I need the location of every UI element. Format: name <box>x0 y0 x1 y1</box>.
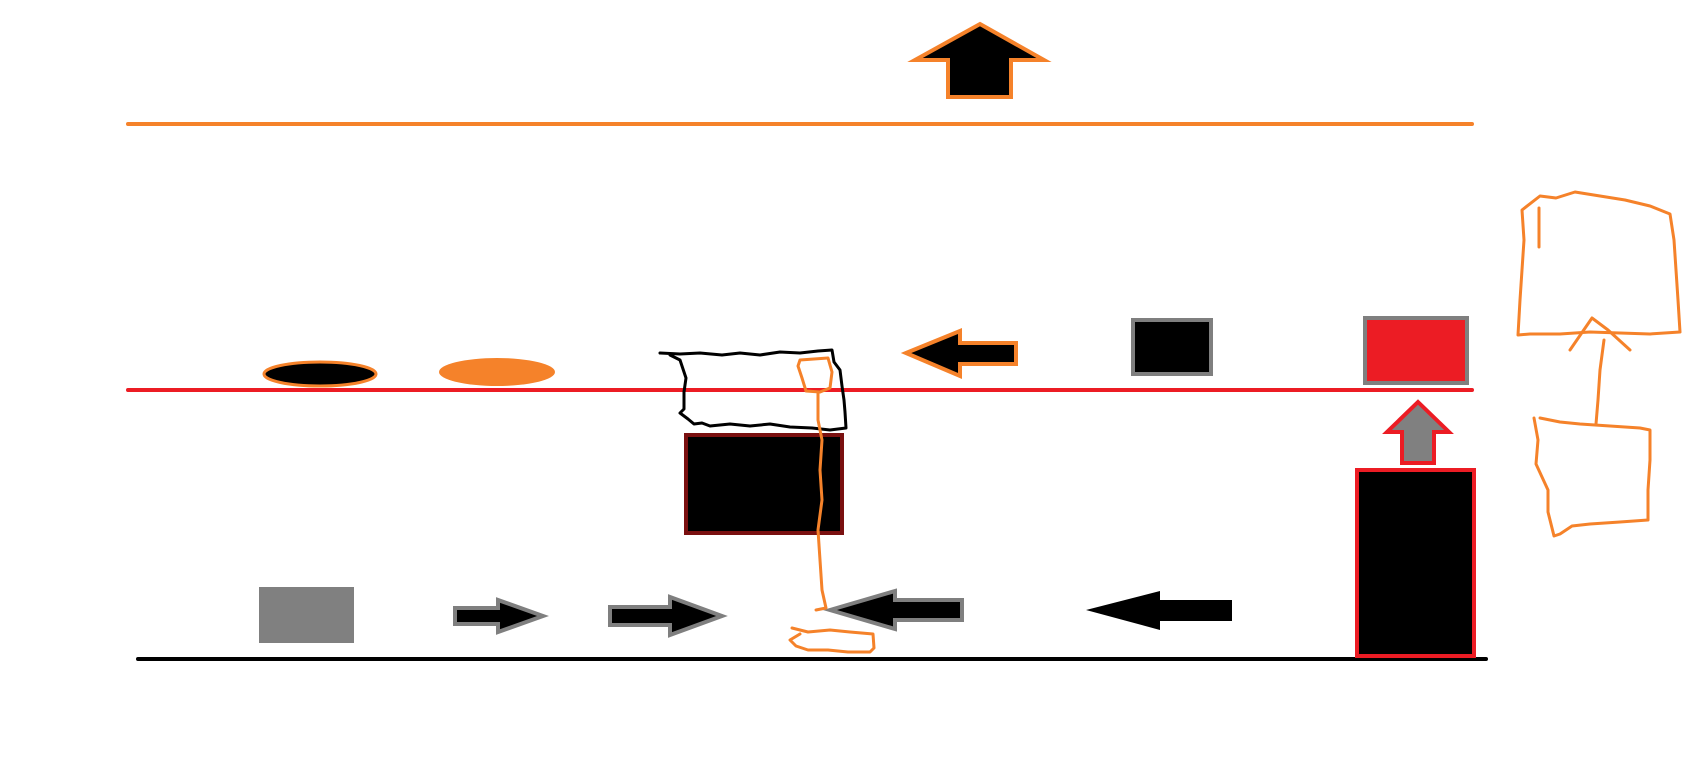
black-ellipse-orange-outline <box>262 360 378 388</box>
freehand-orange-lower-box <box>1532 416 1652 538</box>
black-square-gray-outline <box>1131 318 1213 376</box>
red-rectangle-gray-outline <box>1363 316 1469 385</box>
freehand-black-box <box>658 348 848 432</box>
black-rectangle-dark-red-outline <box>684 433 844 535</box>
freehand-orange-small-loop <box>796 356 834 394</box>
right-arrow-gray-outline <box>608 594 728 638</box>
freehand-orange-connector <box>1594 338 1606 426</box>
gray-square <box>259 587 354 643</box>
orange-outline-up-arrow <box>907 21 1052 99</box>
freehand-orange-upper-box <box>1516 190 1682 337</box>
gray-up-arrow-red-outline <box>1382 399 1454 465</box>
tall-black-rectangle-red-outline <box>1355 468 1476 658</box>
left-arrow-orange-outline <box>900 328 1018 380</box>
freehand-orange-vertical-path <box>814 390 828 612</box>
left-arrow-gray-outline <box>822 588 964 632</box>
black-left-arrow <box>1086 591 1232 630</box>
small-right-arrow-gray-outline <box>453 597 549 635</box>
orange-ellipse <box>439 358 555 386</box>
freehand-orange-bottom-loop <box>788 626 876 654</box>
freehand-orange-caret <box>1568 316 1632 352</box>
